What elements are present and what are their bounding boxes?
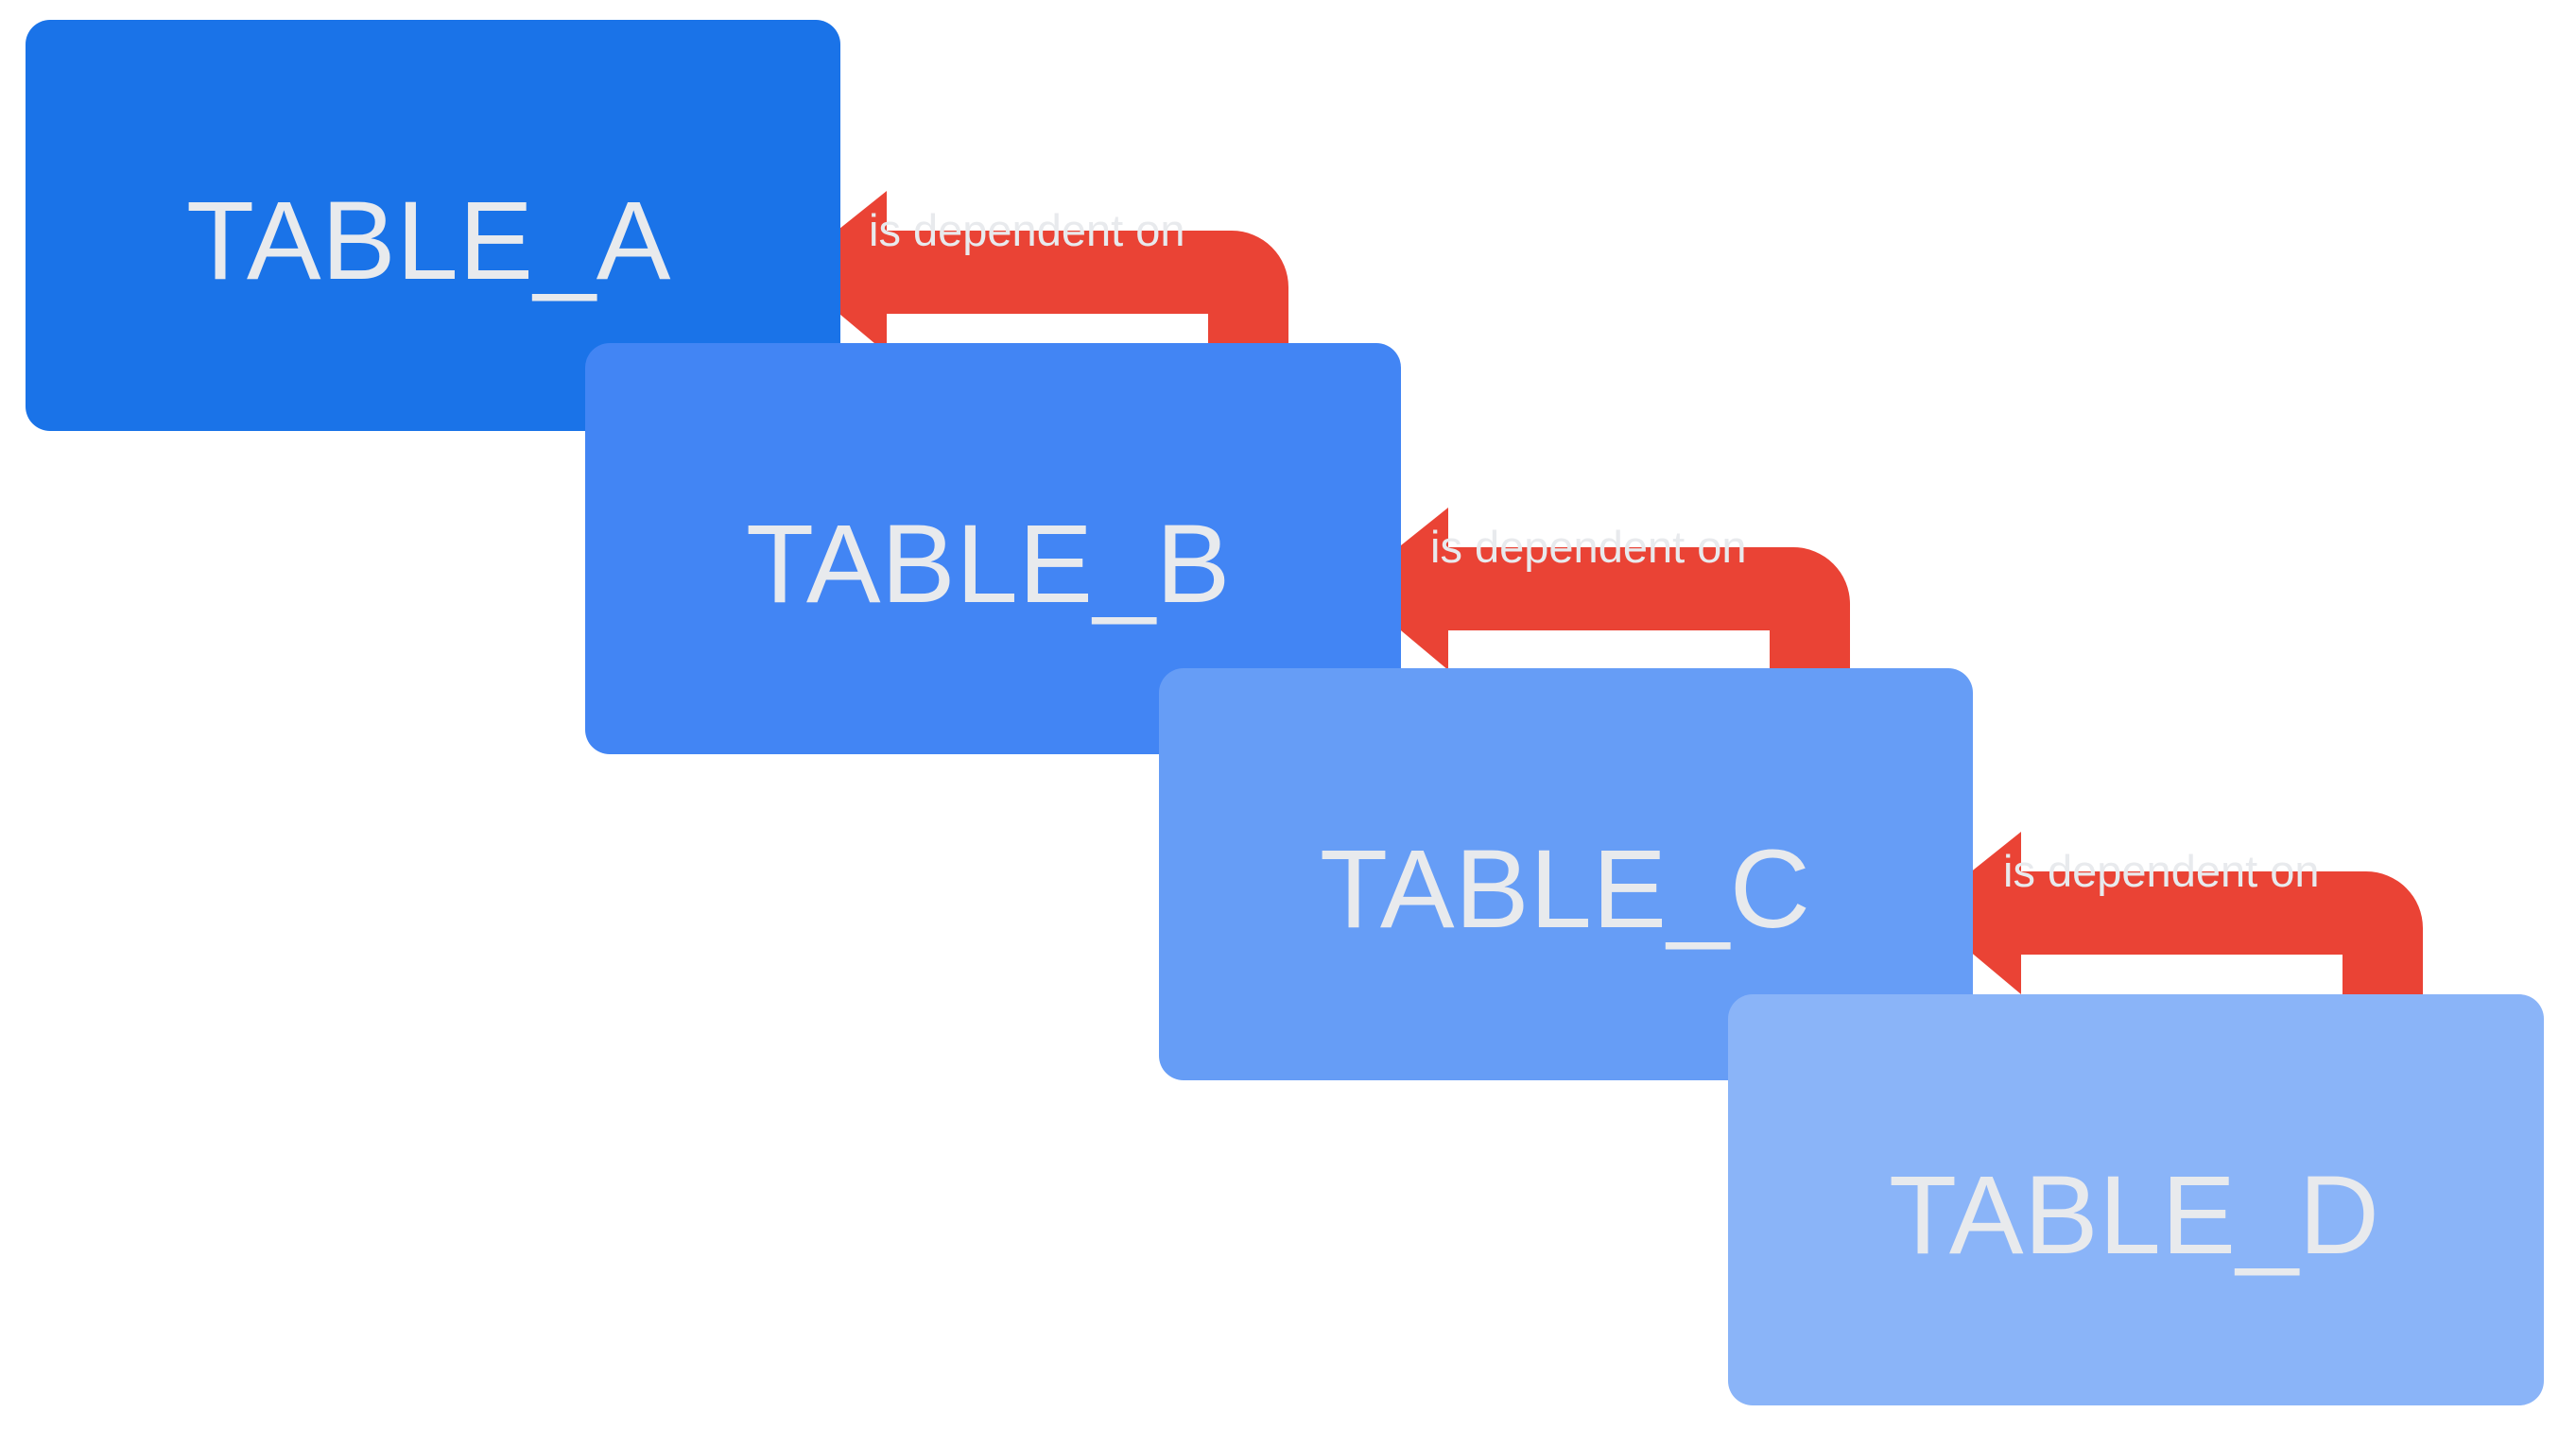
node-label-table-b: TABLE_B: [746, 502, 1231, 627]
relation-label: is dependent on: [1430, 522, 1747, 572]
node-label-table-c: TABLE_C: [1320, 827, 1811, 952]
relation-label: is dependent on: [869, 205, 1185, 255]
relation-arrow-c-d[interactable]: is dependent on: [1922, 817, 2423, 1034]
relation-label: is dependent on: [2003, 846, 2320, 896]
relation-arrow-b-c[interactable]: is dependent on: [1349, 492, 1850, 710]
node-label-table-a: TABLE_A: [186, 179, 671, 303]
node-label-table-d: TABLE_D: [1889, 1153, 2380, 1278]
arrow-left-shape-icon: [1349, 508, 1850, 710]
node-table-d[interactable]: TABLE_D: [1728, 994, 2544, 1405]
relation-arrow-a-b[interactable]: is dependent on: [787, 176, 1288, 393]
arrow-left-shape-icon: [787, 191, 1288, 393]
arrow-left-shape-icon: [1922, 832, 2423, 1034]
